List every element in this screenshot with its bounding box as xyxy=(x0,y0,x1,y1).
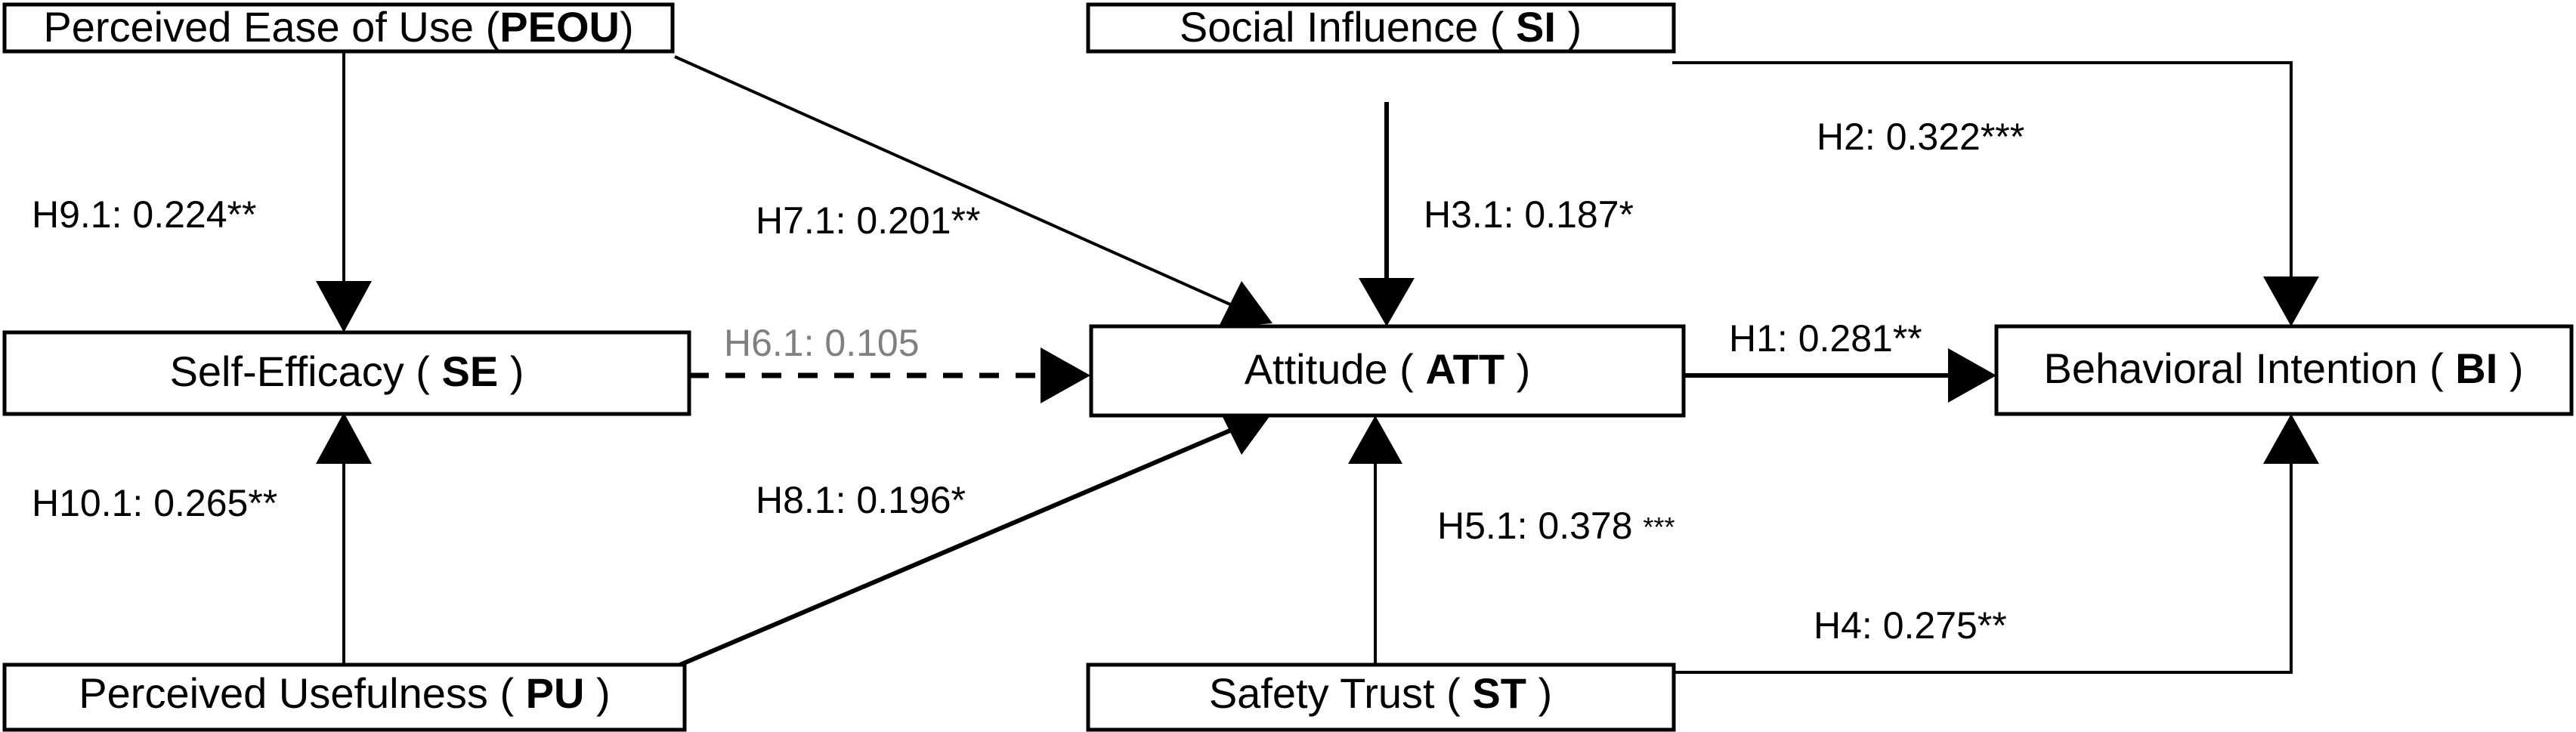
node-ATT[interactable]: Attitude ( ATT ) xyxy=(1089,324,1686,418)
node-ST[interactable]: Safety Trust ( ST ) xyxy=(1086,663,1676,732)
arrowhead-H6.1 xyxy=(1041,347,1090,403)
arrowhead-H3.1 xyxy=(1359,278,1415,326)
path-line-H4 xyxy=(1672,458,2293,674)
node-PU[interactable]: Perceived Usefulness ( PU ) xyxy=(2,663,687,732)
node-label-SI: Social Influence ( SI ) xyxy=(1180,3,1582,51)
node-label-BI: Behavioral Intention ( BI ) xyxy=(2044,344,2524,392)
arrowhead-H1 xyxy=(1948,348,1996,403)
path-label-H7.1: H7.1: 0.201** xyxy=(756,199,980,242)
path-label-H8.1: H8.1: 0.196* xyxy=(756,479,966,521)
node-PEOU[interactable]: Perceived Ease of Use (PEOU) xyxy=(2,2,675,54)
node-label-PEOU: Perceived Ease of Use (PEOU) xyxy=(43,3,633,51)
node-box-PEOU[interactable] xyxy=(2,2,675,54)
node-box-SI[interactable] xyxy=(1086,2,1676,54)
path-label-H4: H4: 0.275** xyxy=(1814,604,2007,647)
path-line-H7.1 xyxy=(674,55,1238,309)
arrowhead-H10.1 xyxy=(316,412,372,464)
node-SI[interactable]: Social Influence ( SI ) xyxy=(1086,2,1676,54)
path-H5.1 xyxy=(1348,415,1402,665)
node-box-SE[interactable] xyxy=(2,330,691,416)
node-box-ST[interactable] xyxy=(1086,663,1676,732)
path-label-H10.1: H10.1: 0.265** xyxy=(32,482,277,524)
node-box-BI[interactable] xyxy=(1994,324,2574,416)
path-label-H5.1: H5.1: 0.378 *** xyxy=(1437,505,1675,547)
node-label-ST: Safety Trust ( ST ) xyxy=(1209,669,1552,717)
node-box-ATT[interactable] xyxy=(1089,324,1686,418)
arrowhead-H9.1 xyxy=(316,281,372,332)
path-H8.1 xyxy=(679,408,1273,667)
path-label-H3.1: H3.1: 0.187* xyxy=(1424,193,1634,236)
path-line-H2 xyxy=(1672,61,2293,293)
arrowhead-H4 xyxy=(2263,414,2319,464)
path-H10.1 xyxy=(316,412,372,665)
path-H1 xyxy=(1684,348,1996,403)
path-H7.1 xyxy=(674,55,1273,328)
path-H2 xyxy=(1672,61,2319,326)
node-SE[interactable]: Self-Efficacy ( SE ) xyxy=(2,330,691,416)
path-label-H9.1: H9.1: 0.224** xyxy=(32,193,256,236)
path-label-H6.1: H6.1: 0.105 xyxy=(724,322,920,364)
arrowhead-H2 xyxy=(2263,276,2319,326)
node-BI[interactable]: Behavioral Intention ( BI ) xyxy=(1994,324,2574,416)
node-label-ATT: Attitude ( ATT ) xyxy=(1245,345,1531,393)
path-H9.1 xyxy=(316,51,372,332)
path-line-H8.1 xyxy=(679,425,1239,667)
node-label-SE: Self-Efficacy ( SE ) xyxy=(170,347,524,395)
node-label-PU: Perceived Usefulness ( PU ) xyxy=(79,669,610,717)
path-H4 xyxy=(1672,414,2319,674)
path-label-H1: H1: 0.281** xyxy=(1729,317,1922,360)
path-H6.1 xyxy=(689,347,1090,403)
arrowhead-H8.1 xyxy=(1218,408,1273,455)
node-box-PU[interactable] xyxy=(2,663,687,732)
path-H3.1 xyxy=(1359,102,1415,326)
path-label-H2: H2: 0.322*** xyxy=(1817,116,2024,158)
arrowhead-H5.1 xyxy=(1348,415,1402,464)
arrowhead-H7.1 xyxy=(1218,281,1273,328)
